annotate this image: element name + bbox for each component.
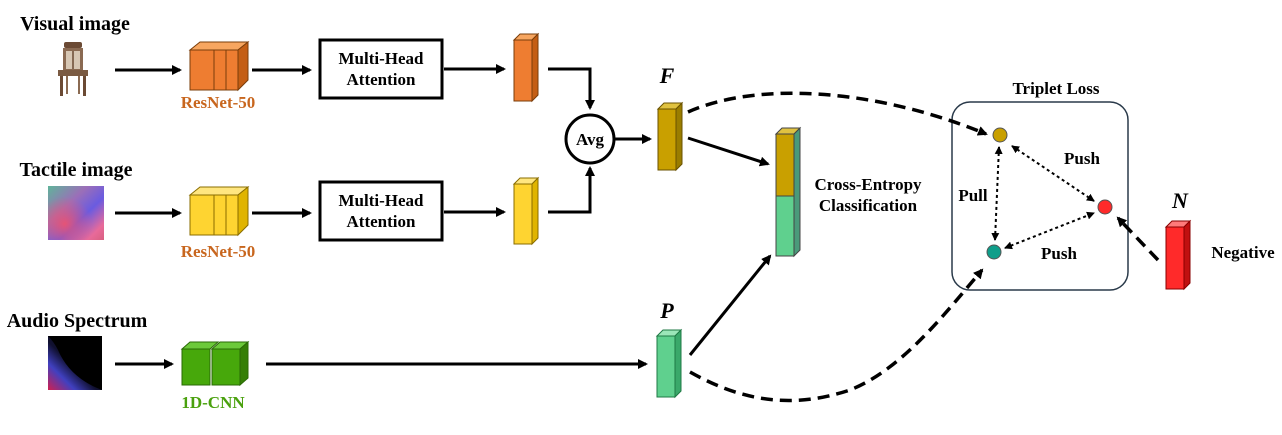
p-feature-vector: [655, 328, 683, 399]
attention-top-box: [318, 38, 444, 100]
attention-top-line2: Attention: [347, 70, 416, 89]
visual-feature-vector: [512, 32, 540, 103]
resnet-bottom-block: [188, 185, 250, 237]
classification-vector: [774, 126, 802, 258]
attention-bottom-line2: Attention: [347, 212, 416, 231]
tactile-feature-vector: [512, 176, 540, 246]
attention-bottom-box: [318, 180, 444, 242]
n-feature-vector: [1164, 219, 1192, 291]
classification-line2: Classification: [819, 196, 918, 215]
f-to-classification-arrow: [687, 136, 770, 167]
avg-label: Avg: [576, 130, 605, 149]
negative-label: Negative: [1211, 243, 1275, 262]
n-to-negative-dashed-arrow: [1116, 216, 1160, 262]
resnet-bottom-label: ResNet-50: [181, 242, 256, 261]
f-feature-vector: [656, 101, 684, 172]
push-bottom-label: Push: [1041, 244, 1077, 263]
f-to-anchor-dashed-arrow: [687, 91, 988, 136]
tactile-image-label: Tactile image: [19, 159, 132, 181]
audio-spectrum-label: Audio Spectrum: [7, 310, 148, 332]
negative-point: [1097, 199, 1113, 215]
n-label: N: [1171, 188, 1189, 213]
p-to-classification-arrow: [688, 254, 772, 356]
avg-node: [564, 113, 616, 165]
audio-spectrum-image: [48, 336, 102, 390]
cnn-label: 1D-CNN: [181, 393, 245, 412]
chair-image: [58, 42, 88, 96]
cnn-block: [180, 340, 250, 387]
anchor-point: [992, 127, 1008, 143]
visual-image-label: Visual image: [20, 13, 130, 35]
triplet-loss-title: Triplet Loss: [1012, 79, 1099, 98]
p-label: P: [659, 298, 674, 323]
resnet-top-label: ResNet-50: [181, 93, 256, 112]
resnet-top-block: [188, 40, 250, 92]
push-top-label: Push: [1064, 149, 1100, 168]
attention-bottom-line1: Multi-Head: [339, 191, 425, 210]
tactile-image: [48, 186, 104, 240]
p-to-positive-dashed-arrow: [689, 268, 984, 403]
visual-to-avg-arrow: [548, 67, 595, 110]
push-top-arrow: [1011, 145, 1095, 202]
f-label: F: [659, 63, 675, 88]
push-bottom-arrow: [1004, 211, 1095, 250]
classification-line1: Cross-Entropy: [814, 175, 922, 194]
tactile-to-avg-arrow: [548, 166, 595, 214]
positive-point: [986, 244, 1002, 260]
attention-top-line1: Multi-Head: [339, 49, 425, 68]
pull-label: Pull: [958, 186, 988, 205]
